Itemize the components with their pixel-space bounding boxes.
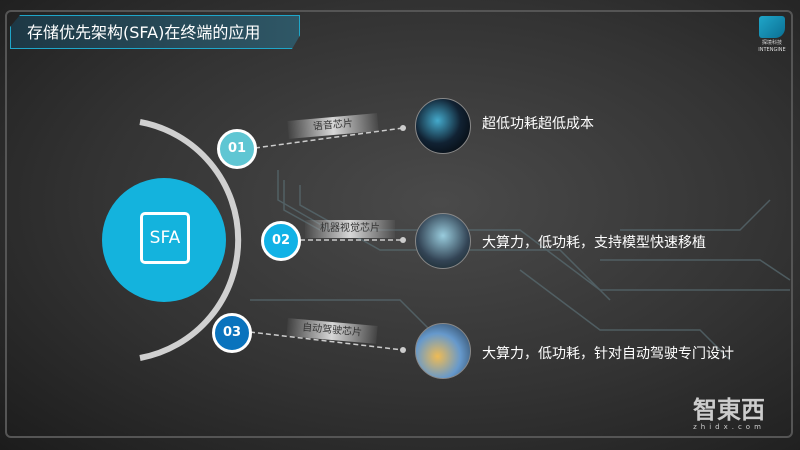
slide-title: 存储优先架构(SFA)在终端的应用 bbox=[10, 15, 300, 49]
logo-subtext: INTENGINE bbox=[758, 47, 786, 53]
desc-voice: 超低功耗超低成本 bbox=[482, 116, 594, 132]
arc bbox=[139, 119, 242, 361]
connector-dot bbox=[400, 125, 406, 131]
badge-01: 01 bbox=[217, 129, 257, 169]
driving-image bbox=[415, 323, 471, 379]
watermark-brand: 智東西 bbox=[693, 396, 765, 424]
logo-mark-icon bbox=[759, 16, 785, 38]
slide-frame bbox=[5, 10, 793, 438]
logo-text: 探境科技 bbox=[761, 40, 782, 46]
connector-dot bbox=[400, 237, 406, 243]
badge-03: 03 bbox=[212, 313, 252, 353]
desc-vision: 大算力，低功耗，支持模型快速移植 bbox=[482, 235, 706, 251]
badge-02: 02 bbox=[261, 221, 301, 261]
dashed-connector-1 bbox=[254, 127, 404, 149]
dashed-connector-3 bbox=[249, 331, 404, 351]
vision-image bbox=[415, 213, 471, 269]
desc-driving: 大算力，低功耗，针对自动驾驶专门设计 bbox=[482, 346, 734, 362]
connector-dot bbox=[400, 347, 406, 353]
watermark-url: zhidx.com bbox=[693, 423, 765, 431]
sfa-circle bbox=[102, 178, 226, 302]
voice-device-image bbox=[415, 98, 471, 154]
tag-vision-chip: 机器视觉芯片 bbox=[305, 220, 395, 238]
sfa-label: SFA bbox=[149, 228, 181, 248]
watermark: 智東西 zhidx.com bbox=[693, 398, 765, 432]
company-logo: 探境科技 INTENGINE bbox=[754, 16, 790, 54]
chip-icon: SFA bbox=[140, 212, 190, 264]
